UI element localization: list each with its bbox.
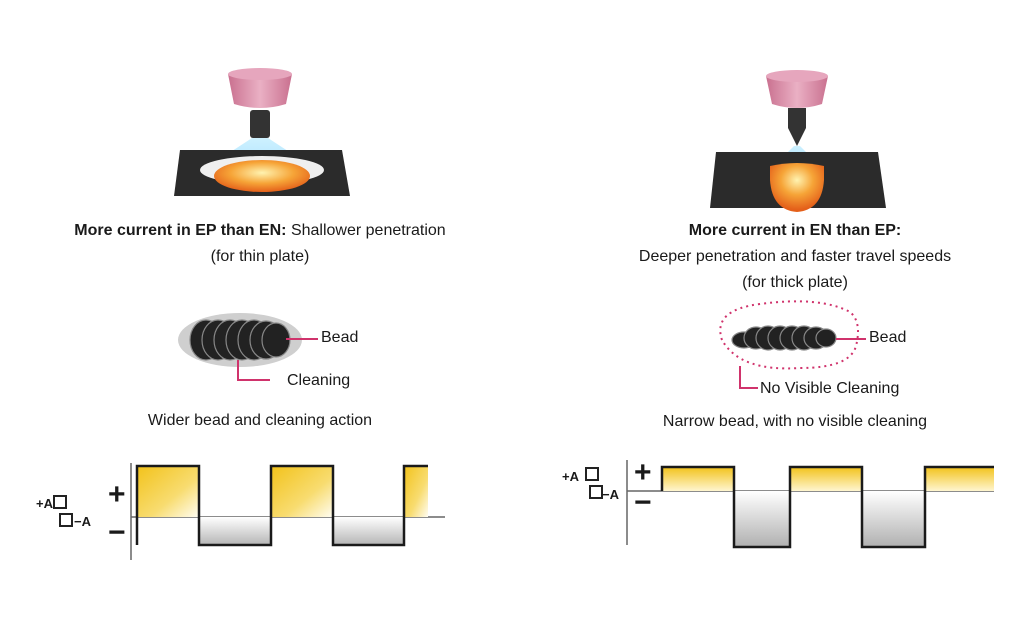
ep-cleaning-leader (237, 360, 270, 381)
en-electrode (788, 108, 806, 146)
en-positive-block (790, 467, 862, 491)
en-negative-block (734, 491, 790, 547)
en-square-wave (660, 465, 994, 549)
ep-torch-nozzle (228, 68, 292, 108)
en-caption-line2: Deeper penetration and faster travel spe… (638, 248, 952, 265)
ep-melt-pool (214, 160, 310, 192)
en-minus-a: −A (602, 487, 619, 502)
ep-electrode (250, 110, 270, 138)
en-caption-bold: More current in EN than EP: (688, 222, 902, 239)
ep-cleaning-label: Cleaning (287, 372, 351, 389)
ep-caption: More current in EP than EN: Shallower pe… (30, 218, 490, 270)
ep-summary: Wider bead and cleaning action (147, 412, 373, 429)
ep-positive-block (404, 466, 428, 517)
en-no-cleaning-outline (719, 300, 859, 370)
ep-caption-bold: More current in EP than EN: (74, 222, 287, 239)
en-cleaning-label: No Visible Cleaning (760, 380, 900, 397)
en-minus-sign: − (634, 486, 652, 519)
ep-negative-block (333, 517, 404, 545)
en-cleaning-leader (739, 366, 758, 389)
ep-square-wave (135, 464, 428, 547)
ep-plus-a: +A (36, 496, 53, 511)
ep-positive-block (137, 466, 199, 517)
ep-caption-rest: Shallower penetration (290, 222, 446, 239)
ep-caption-line2: (for thin plate) (210, 248, 310, 265)
en-summary: Narrow bead, with no visible cleaning (662, 413, 928, 430)
en-caption-line3: (for thick plate) (742, 274, 848, 291)
ep-plus-sign: + (108, 478, 126, 511)
en-plus-sign: + (634, 456, 652, 489)
en-torch-nozzle (766, 70, 828, 108)
ep-positive-block (271, 466, 333, 517)
en-positive-block (662, 467, 734, 491)
en-caption: More current in EN than EP: Deeper penet… (580, 218, 1010, 296)
ep-minus-a: −A (74, 514, 91, 529)
en-melt-pool (770, 163, 824, 212)
ep-negative-block (199, 517, 271, 545)
ep-minus-sign: − (108, 516, 126, 549)
en-plus-a: +A (562, 469, 579, 484)
en-negative-block (862, 491, 925, 547)
en-positive-block (925, 467, 994, 491)
ep-bead-label: Bead (321, 329, 359, 346)
en-bead (731, 325, 837, 351)
en-bead-label: Bead (869, 329, 907, 346)
